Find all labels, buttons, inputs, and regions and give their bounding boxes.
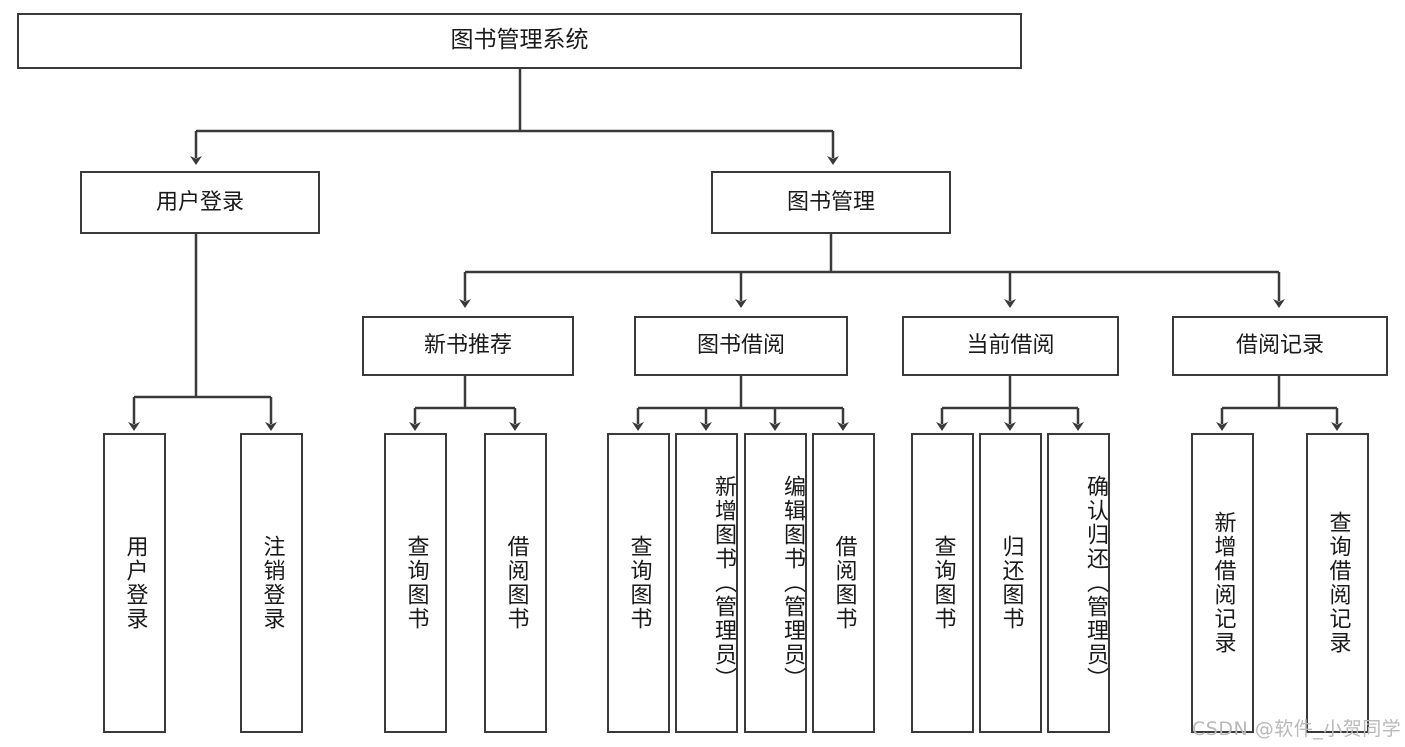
node-leaf-query-book-2[interactable]: 查询图书: [607, 433, 670, 733]
node-leaf-query-book-1-label: 查询图书: [403, 535, 429, 631]
node-leaf-user-logout-label: 注销登录: [259, 535, 285, 631]
node-book-manage[interactable]: 图书管理: [711, 171, 951, 234]
node-book-borrow-label: 图书借阅: [696, 333, 785, 359]
node-leaf-confirm-return-label: 确认归还（管理员）: [1083, 475, 1108, 691]
node-leaf-query-book-1[interactable]: 查询图书: [384, 433, 447, 733]
node-leaf-add-record[interactable]: 新增借阅记录: [1191, 433, 1254, 733]
node-leaf-add-record-label: 新增借阅记录: [1210, 511, 1236, 655]
node-leaf-query-book-2-label: 查询图书: [626, 535, 652, 631]
node-leaf-borrow-book-1[interactable]: 借阅图书: [484, 433, 547, 733]
node-leaf-user-login-label: 用户登录: [122, 535, 148, 631]
node-leaf-user-login[interactable]: 用户登录: [103, 433, 166, 733]
node-leaf-query-book-3-label: 查询图书: [930, 535, 956, 631]
node-leaf-return-book-label: 归还图书: [998, 535, 1024, 631]
node-book-borrow[interactable]: 图书借阅: [634, 316, 848, 376]
node-leaf-confirm-return[interactable]: 确认归还（管理员）: [1047, 433, 1110, 733]
node-user-login[interactable]: 用户登录: [80, 171, 320, 234]
node-leaf-user-logout[interactable]: 注销登录: [240, 433, 303, 733]
node-borrow-record-label: 借阅记录: [1235, 333, 1324, 359]
node-leaf-return-book[interactable]: 归还图书: [979, 433, 1042, 733]
node-leaf-edit-book-label: 编辑图书（管理员）: [780, 475, 805, 691]
node-current-borrow[interactable]: 当前借阅: [902, 316, 1119, 376]
node-leaf-borrow-book-2-label: 借阅图书: [831, 535, 857, 631]
node-user-login-label: 用户登录: [155, 189, 244, 215]
node-new-book-recommend-label: 新书推荐: [423, 333, 512, 359]
node-new-book-recommend[interactable]: 新书推荐: [362, 316, 574, 376]
node-leaf-borrow-book-1-label: 借阅图书: [503, 535, 529, 631]
node-leaf-edit-book[interactable]: 编辑图书（管理员）: [744, 433, 807, 733]
node-leaf-query-record-label: 查询借阅记录: [1325, 511, 1351, 655]
node-leaf-borrow-book-2[interactable]: 借阅图书: [812, 433, 875, 733]
node-root[interactable]: 图书管理系统: [17, 13, 1022, 69]
node-leaf-query-book-3[interactable]: 查询图书: [911, 433, 974, 733]
node-current-borrow-label: 当前借阅: [966, 333, 1055, 359]
node-book-manage-label: 图书管理: [786, 189, 875, 215]
node-root-label: 图书管理系统: [450, 27, 589, 54]
watermark-text: CSDN @软件_小贺同学: [1192, 718, 1402, 740]
node-borrow-record[interactable]: 借阅记录: [1172, 316, 1388, 376]
node-leaf-query-record[interactable]: 查询借阅记录: [1306, 433, 1369, 733]
node-leaf-add-book[interactable]: 新增图书（管理员）: [675, 433, 738, 733]
node-leaf-add-book-label: 新增图书（管理员）: [711, 475, 736, 691]
